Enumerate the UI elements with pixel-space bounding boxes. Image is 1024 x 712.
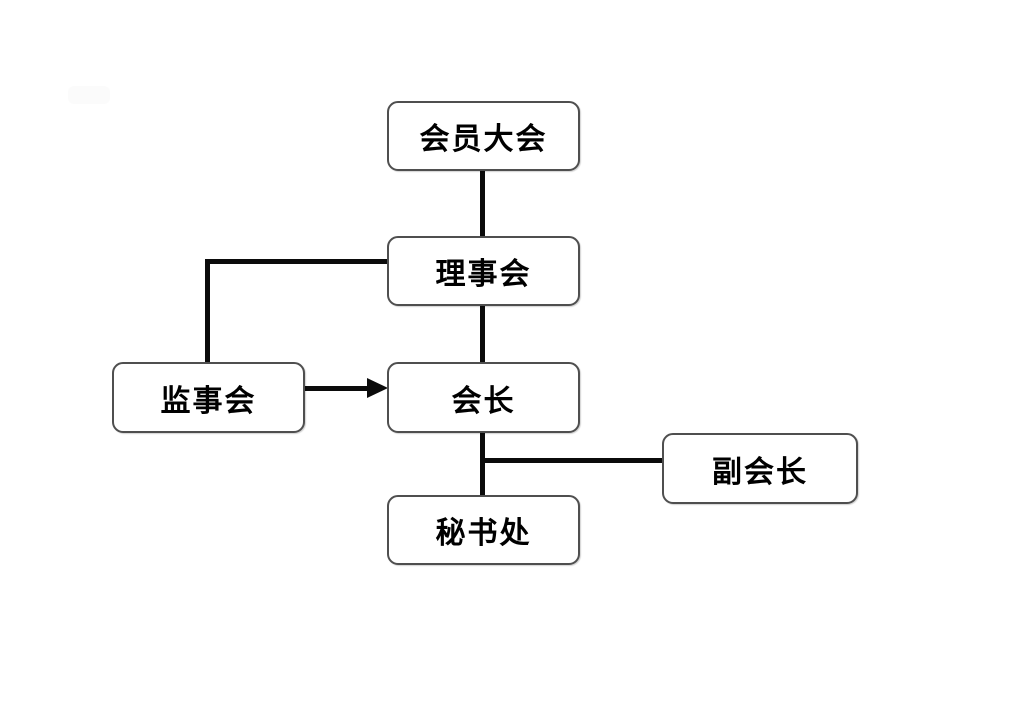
node-members-assembly: 会员大会 [387,101,580,171]
node-supervisory-board-label: 监事会 [160,383,257,419]
edge-members-to-council [480,170,485,237]
node-vice-president: 副会长 [662,433,858,504]
node-vice-president-label: 副会长 [712,454,808,490]
arrowhead-right-icon [367,378,388,398]
edge-supervisors-to-president-line [303,386,369,391]
node-council: 理事会 [387,236,580,306]
node-members-assembly-label: 会员大会 [419,122,548,157]
node-council-label: 理事会 [435,257,532,292]
node-secretariat: 秘书处 [387,495,580,565]
faint-watermark-smudge [68,86,110,104]
node-president: 会长 [387,362,580,433]
edge-council-to-supervisors-vertical [205,259,210,363]
node-president-label: 会长 [451,383,516,419]
edge-president-to-vice-president [481,458,663,463]
edge-president-to-secretariat [480,432,485,496]
edge-council-to-supervisors-horizontal [205,259,388,264]
node-supervisory-board: 监事会 [112,362,305,433]
edge-council-to-president [480,305,485,363]
node-secretariat-label: 秘书处 [435,516,532,551]
